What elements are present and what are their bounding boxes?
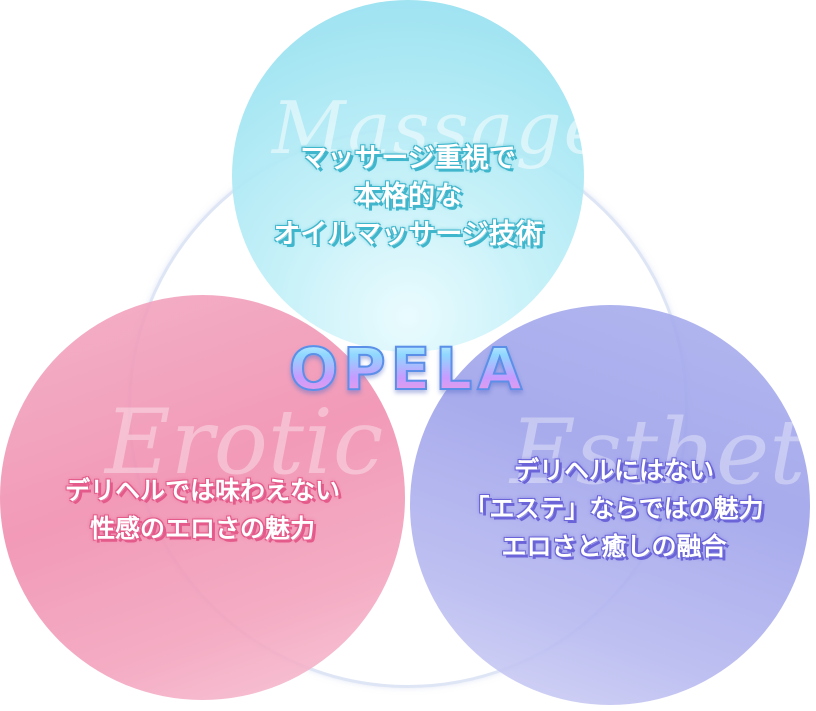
massage-circle: [232, 0, 584, 352]
erotic-circle: [0, 295, 405, 700]
esthetic-caption-line: デリヘルにはない: [513, 456, 714, 485]
massage-caption: マッサージ重視で 本格的な オイルマッサージ技術: [232, 140, 584, 254]
brand-logo: OPELA: [270, 334, 546, 404]
esthetic-caption-line: 「エステ」ならではの魅力: [464, 494, 764, 523]
massage-caption-line: オイルマッサージ技術: [273, 219, 543, 250]
erotic-caption-line: 性感のエロさの魅力: [89, 514, 315, 543]
massage-caption-line: マッサージ重視で: [300, 143, 516, 174]
erotic-caption-line: デリヘルでは味わえない: [64, 476, 340, 505]
esthetic-circle: [410, 305, 810, 705]
massage-caption-line: 本格的な: [354, 181, 462, 212]
erotic-caption: デリヘルでは味わえない 性感のエロさの魅力: [0, 472, 405, 548]
esthetic-caption-line: エロさと癒しの融合: [501, 532, 727, 561]
esthetic-caption: デリヘルにはない 「エステ」ならではの魅力 エロさと癒しの融合: [418, 452, 810, 566]
